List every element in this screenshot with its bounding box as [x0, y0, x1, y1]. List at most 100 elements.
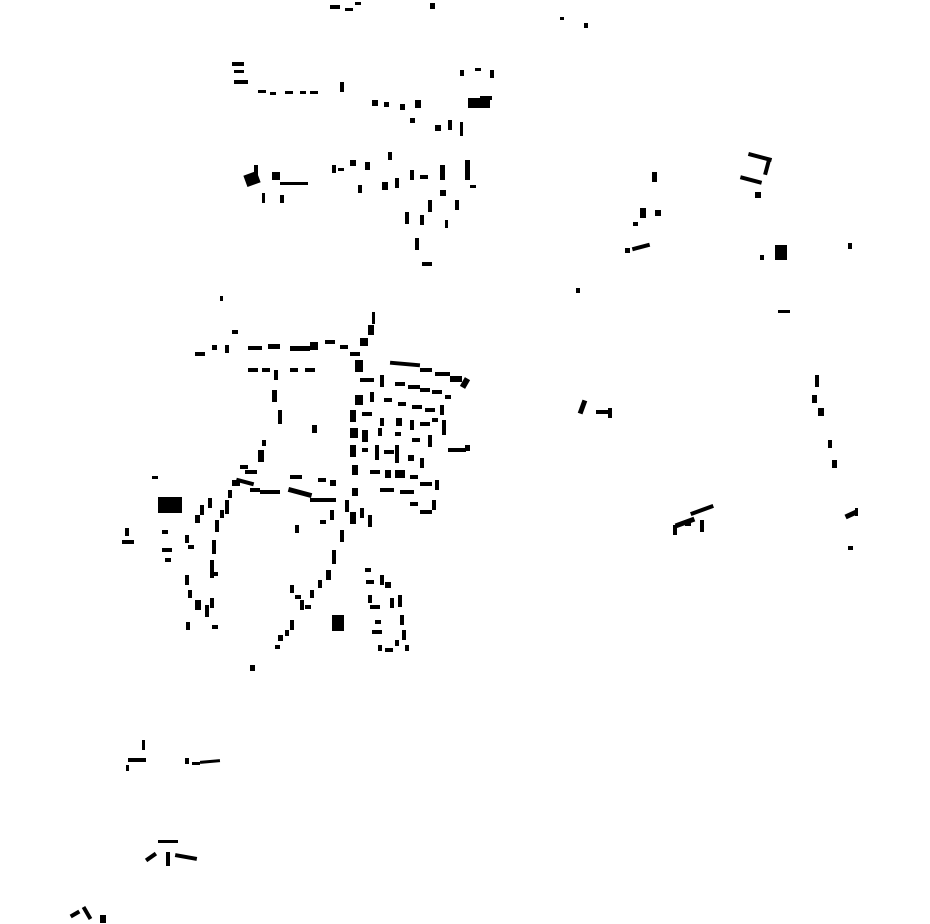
building-footprint — [370, 470, 380, 474]
building-footprint — [220, 296, 223, 301]
building-footprint — [370, 392, 374, 402]
building-footprint — [258, 90, 266, 93]
building-footprint — [290, 620, 294, 630]
building-footprint — [225, 345, 229, 353]
building-footprint — [384, 450, 394, 454]
building-footprint — [274, 370, 278, 380]
building-footprint — [460, 70, 464, 76]
building-footprint — [278, 410, 282, 424]
building-footprint — [142, 740, 145, 750]
building-footprint — [420, 175, 428, 179]
building-footprint — [388, 152, 392, 160]
building-footprint — [280, 182, 308, 185]
building-footprint — [325, 340, 335, 344]
building-footprint — [432, 418, 438, 422]
building-footprint — [584, 23, 588, 28]
building-footprint — [755, 192, 761, 198]
building-footprint — [398, 595, 402, 607]
building-footprint — [320, 498, 336, 502]
building-footprint — [465, 445, 470, 451]
building-footprint — [254, 165, 258, 177]
building-footprint — [408, 385, 420, 389]
building-footprint — [350, 352, 360, 356]
building-footprint — [352, 488, 358, 496]
building-footprint — [268, 344, 280, 349]
building-footprint — [475, 68, 481, 71]
building-footprint — [158, 497, 182, 513]
building-footprint — [166, 852, 170, 866]
building-footprint — [815, 375, 819, 387]
building-footprint — [459, 377, 471, 389]
building-footprint — [260, 490, 280, 494]
building-footprint — [310, 342, 318, 350]
building-footprint — [262, 193, 265, 203]
building-footprint — [200, 505, 204, 515]
building-footprint — [320, 520, 326, 524]
building-footprint — [390, 598, 394, 608]
building-footprint — [380, 575, 384, 585]
building-footprint — [412, 405, 422, 409]
building-footprint — [338, 168, 344, 171]
building-footprint — [234, 70, 244, 73]
building-footprint — [405, 645, 409, 651]
building-footprint — [395, 382, 405, 386]
building-footprint — [848, 243, 852, 249]
building-footprint — [380, 418, 384, 426]
building-footprint — [212, 540, 216, 554]
building-footprint — [420, 422, 430, 426]
building-footprint — [232, 62, 244, 66]
building-footprint — [310, 498, 320, 502]
building-footprint — [360, 378, 374, 382]
building-footprint — [330, 5, 340, 9]
building-footprint — [285, 630, 289, 636]
building-footprint — [480, 96, 492, 100]
building-footprint — [245, 470, 257, 474]
building-footprint — [420, 388, 430, 392]
building-footprint — [673, 525, 677, 535]
building-footprint — [577, 399, 588, 415]
building-footprint — [165, 558, 171, 562]
building-footprint — [400, 615, 404, 625]
building-footprint — [300, 91, 306, 94]
building-footprint — [81, 905, 93, 921]
building-footprint — [262, 368, 270, 372]
building-footprint — [185, 758, 189, 764]
building-footprint — [188, 545, 194, 549]
building-footprint — [152, 476, 158, 479]
building-footprint — [442, 420, 446, 435]
building-footprint — [122, 540, 134, 544]
building-footprint — [633, 222, 638, 226]
building-footprint — [848, 546, 853, 550]
building-footprint — [372, 100, 378, 106]
building-footprint — [396, 418, 402, 426]
building-footprint — [285, 91, 293, 94]
building-footprint — [432, 500, 436, 510]
building-footprint — [69, 909, 81, 919]
building-footprint — [385, 470, 391, 478]
building-footprint — [162, 530, 168, 534]
building-footprint — [126, 765, 129, 771]
building-footprint — [355, 2, 361, 5]
building-footprint — [430, 3, 435, 9]
building-footprint — [844, 509, 858, 520]
building-footprint — [405, 212, 409, 224]
building-footprint — [210, 560, 214, 578]
building-footprint — [360, 338, 368, 346]
building-footprint — [375, 445, 379, 460]
building-footprint — [258, 450, 264, 462]
building-footprint — [422, 262, 432, 266]
building-footprints — [69, 2, 858, 923]
building-footprint — [128, 758, 146, 762]
building-footprint — [350, 512, 356, 524]
building-footprint — [410, 420, 414, 430]
building-footprint — [225, 500, 229, 514]
building-footprint — [400, 490, 414, 494]
building-footprint — [739, 175, 763, 185]
building-footprint — [235, 477, 255, 487]
building-footprint — [402, 630, 406, 640]
building-footprint — [450, 376, 462, 382]
building-footprint — [382, 182, 388, 190]
building-footprint — [362, 430, 368, 442]
building-footprint — [220, 510, 224, 518]
building-footprint — [174, 853, 198, 861]
